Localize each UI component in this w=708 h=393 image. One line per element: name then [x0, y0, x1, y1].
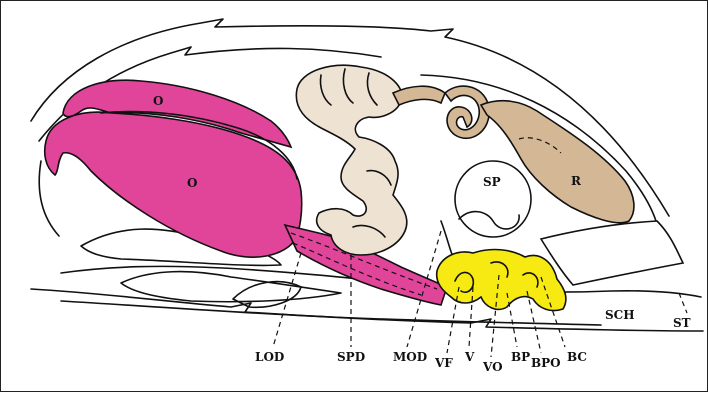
- cartilage-shelf: [541, 221, 683, 285]
- label-O-upper: O: [153, 94, 163, 108]
- label-R: R: [571, 174, 582, 188]
- label-VF: VF: [434, 356, 453, 370]
- label-SPD: SPD: [337, 350, 365, 364]
- label-SCH: SCH: [605, 308, 635, 322]
- concha-lower: [121, 272, 341, 302]
- label-VO: VO: [482, 360, 503, 374]
- sp-stalk: [441, 221, 453, 257]
- label-BPO: BPO: [531, 356, 561, 370]
- ridge-loop: [445, 86, 489, 138]
- sp-capsule: [455, 161, 531, 237]
- label-O-lower: O: [187, 176, 197, 190]
- label-BP: BP: [511, 350, 530, 364]
- floor-line-lower: [31, 289, 703, 331]
- label-ST: ST: [673, 316, 691, 330]
- label-V: V: [464, 350, 475, 364]
- label-SP: SP: [483, 175, 501, 189]
- label-MOD: MOD: [393, 350, 427, 364]
- leader-ST: [679, 293, 687, 313]
- palate-line: [61, 301, 601, 325]
- septal-organ: [296, 65, 407, 255]
- label-BC: BC: [567, 350, 587, 364]
- label-LOD: LOD: [255, 350, 284, 364]
